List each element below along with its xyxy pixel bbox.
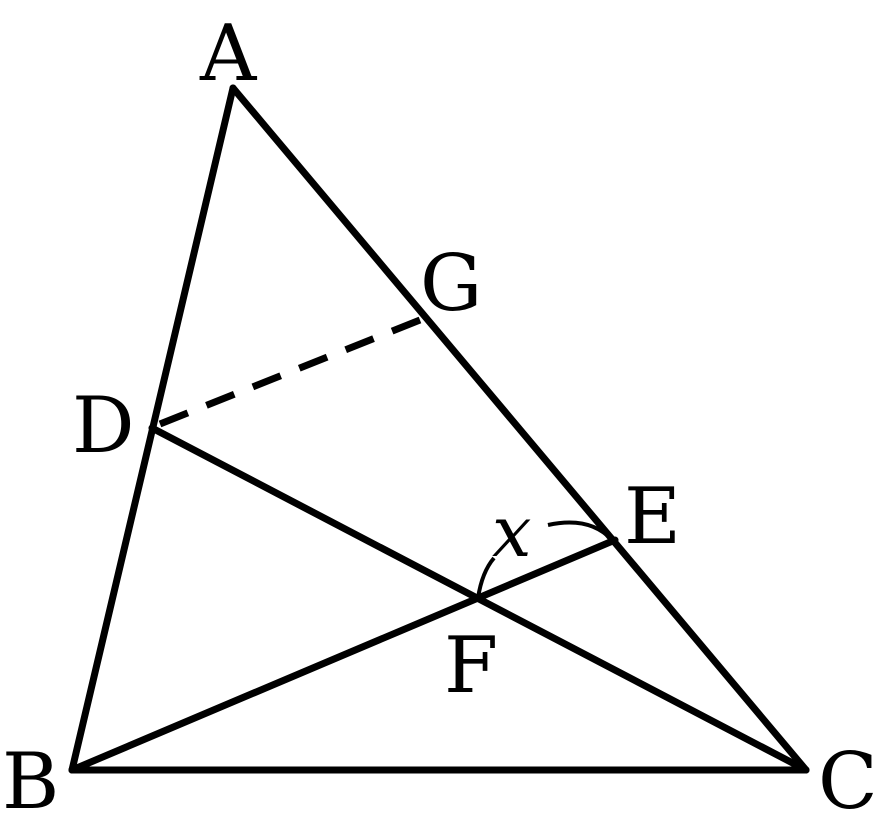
- label-point-g: G: [420, 239, 482, 329]
- segment-be: [68, 536, 619, 774]
- segment-dg-dashed: [158, 314, 427, 428]
- angle-arc-at-e: [547, 520, 614, 542]
- label-point-c: C: [818, 737, 878, 827]
- label-point-b: B: [2, 737, 59, 827]
- label-point-a: A: [199, 9, 258, 99]
- label-point-e: E: [624, 472, 681, 562]
- angle-label-x: x: [492, 491, 531, 573]
- label-point-d: D: [72, 381, 135, 471]
- label-point-f: F: [444, 621, 498, 711]
- segment-ac: [229, 84, 810, 774]
- angle-arc-at-f: [476, 556, 496, 599]
